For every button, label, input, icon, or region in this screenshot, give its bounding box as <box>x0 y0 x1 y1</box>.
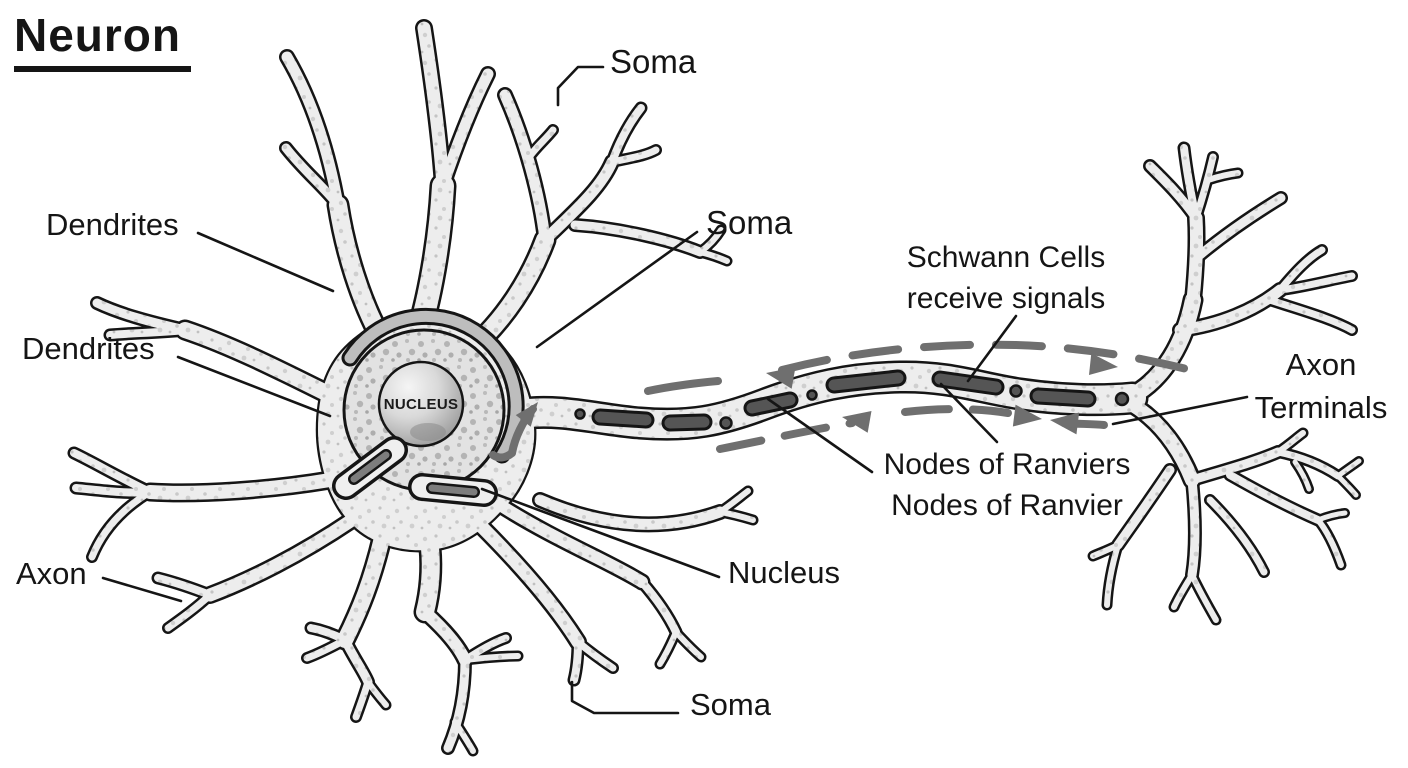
leader-soma-bottom <box>570 680 680 715</box>
cell-fill-layer <box>70 21 1362 754</box>
label-axon-terminals: Axon Terminals <box>1238 344 1404 430</box>
diagram-title: Neuron <box>14 8 191 72</box>
leader-soma-top <box>556 65 605 107</box>
leader-axon-terminals <box>1111 395 1249 426</box>
label-schwann-cells: Schwann Cells receive signals <box>872 237 1140 320</box>
nodes-of-ranvier-dots <box>574 384 1130 430</box>
label-nucleus-inner: NUCLEUS <box>383 396 459 413</box>
leader-lines <box>101 65 1249 715</box>
label-schwann-line1: Schwann Cells <box>906 241 1106 274</box>
arrowhead-hillock <box>515 402 538 427</box>
label-soma-mid: Soma <box>706 204 793 241</box>
arrowhead-right-top <box>1089 353 1118 376</box>
leader-nodes-left <box>766 397 874 474</box>
leader-axon <box>101 576 183 603</box>
organelles <box>332 436 498 507</box>
nucleolus-shadow <box>410 423 446 441</box>
label-nodes-line2: Nodes of Ranvier <box>891 489 1123 523</box>
leader-soma-mid <box>535 230 699 349</box>
label-nucleus: Nucleus <box>728 555 840 590</box>
label-dendrites-2: Dendrites <box>22 331 155 366</box>
label-axon-terminals-line1: Axon <box>1285 347 1357 382</box>
cell-outline-layer <box>67 19 1364 757</box>
leader-dendrites-2 <box>176 355 332 418</box>
arrowhead-left-top <box>766 367 796 389</box>
label-nodes-line1: Nodes of Ranviers <box>883 448 1131 481</box>
label-axon-terminals-line2: Terminals <box>1254 389 1388 425</box>
label-soma-top: Soma <box>610 43 697 80</box>
label-soma-bottom: Soma <box>690 687 771 722</box>
label-axon: Axon <box>16 556 87 591</box>
arrowhead-facing-right <box>1012 404 1042 427</box>
label-nodes-of-ranvier: Nodes of Ranviers Nodes of Ranvier <box>852 444 1162 527</box>
arrowhead-left-bottom <box>842 411 872 433</box>
leader-schwann-cells <box>966 314 1018 383</box>
leader-dendrites-1 <box>196 231 335 293</box>
leader-nucleus <box>480 487 721 579</box>
signal-flow-arrows <box>489 340 1210 462</box>
crescent-membrane <box>344 310 522 461</box>
myelin-sheath-segments <box>591 369 1097 432</box>
nucleolus-sphere <box>377 360 465 448</box>
leader-nodes-right <box>939 382 999 444</box>
label-dendrites-1: Dendrites <box>46 207 179 242</box>
label-schwann-line2: receive signals <box>906 282 1106 316</box>
